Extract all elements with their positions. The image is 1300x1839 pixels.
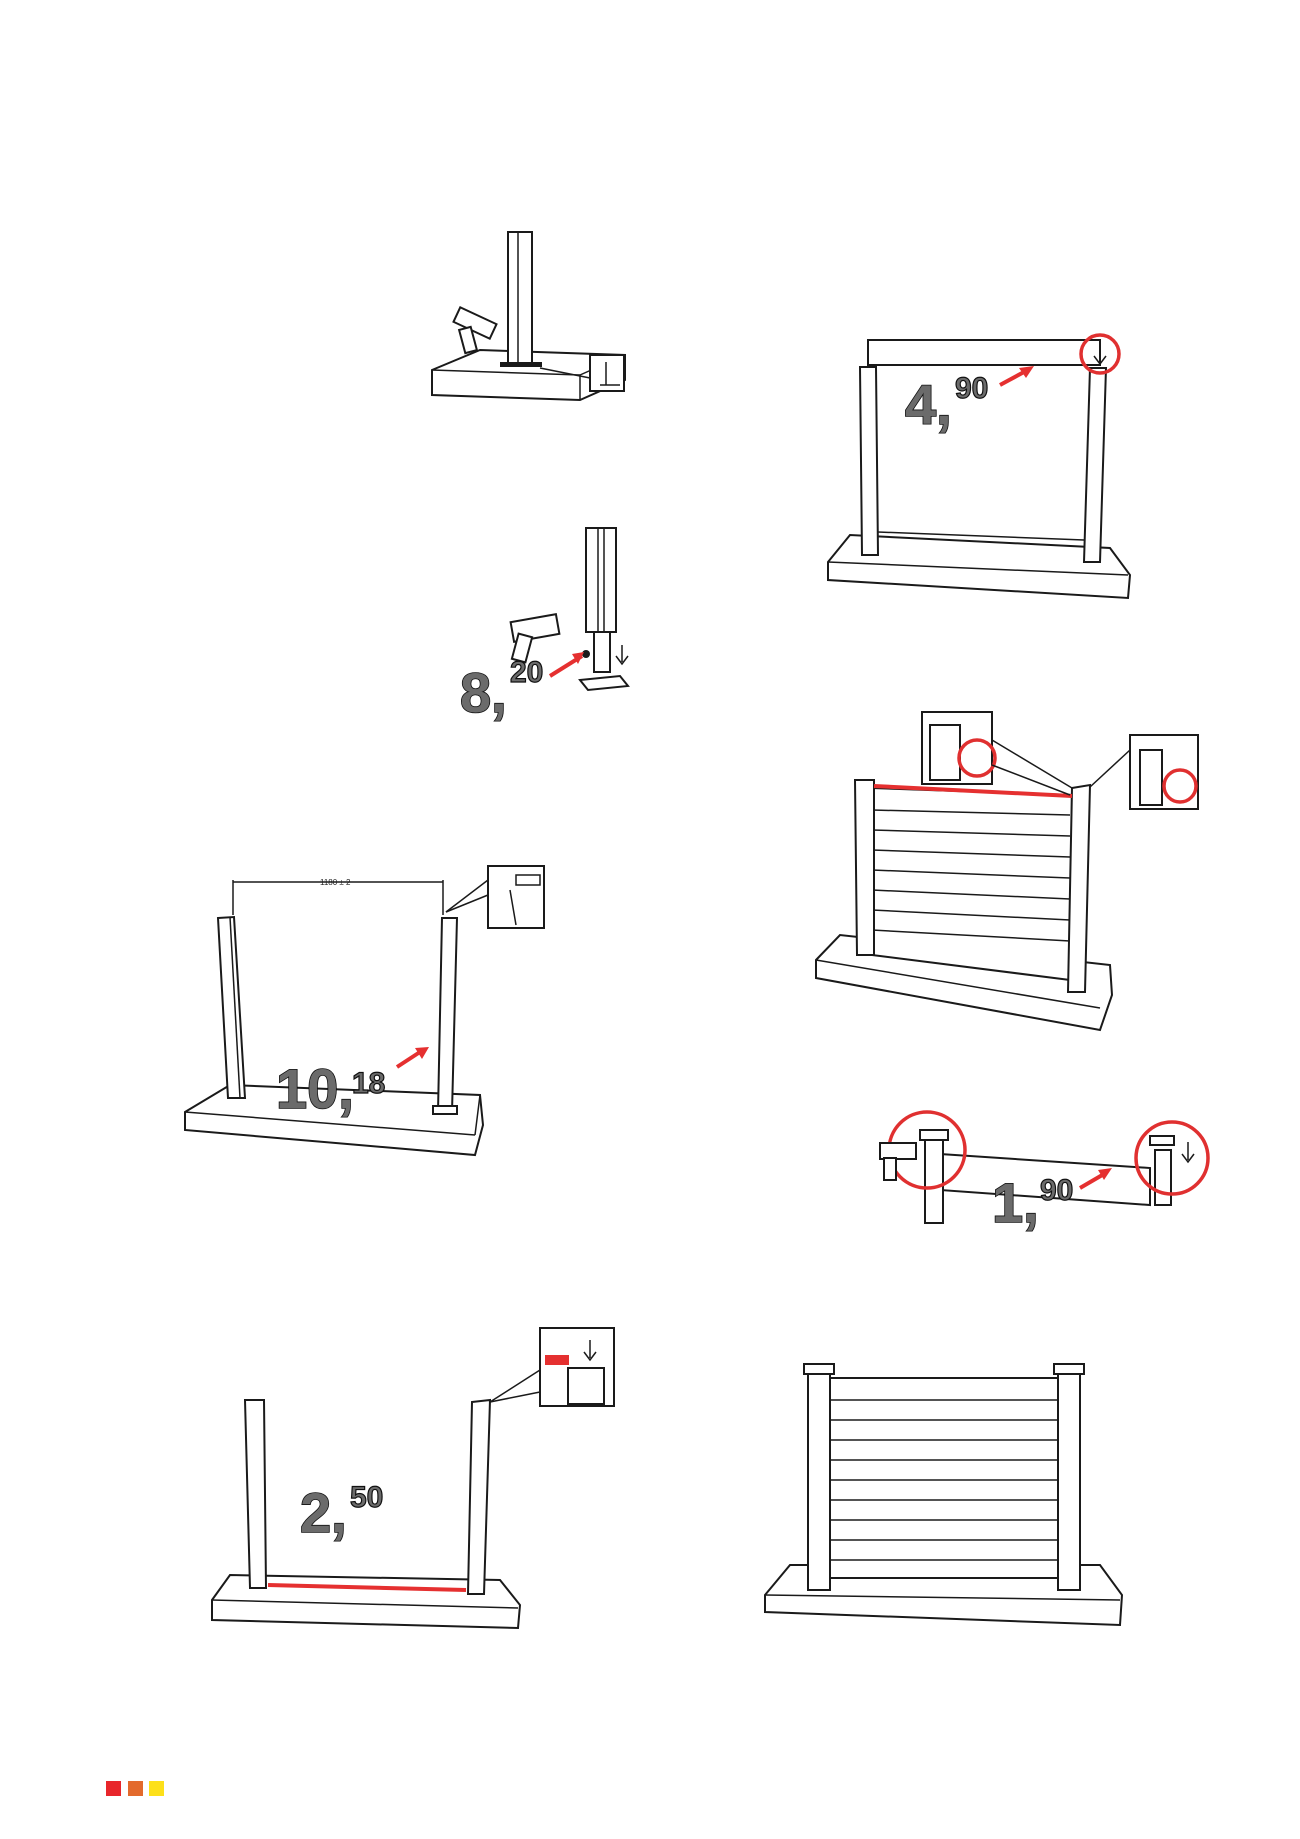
brand-square-red	[106, 1781, 121, 1796]
step-bottom-rail: 2, 50	[211, 1327, 615, 1630]
step-number-sup: 90	[955, 372, 988, 405]
brand-square-orange	[128, 1781, 143, 1796]
step-number-sup: 20	[510, 656, 543, 689]
step-number: 8,	[460, 661, 507, 724]
step-base-screw: 8, 20	[459, 527, 630, 725]
step-number: 10,	[276, 1057, 354, 1120]
drill-icon	[509, 612, 561, 664]
step-top-rail: 4, 90	[827, 333, 1132, 600]
step-post-mount	[431, 231, 626, 402]
dimension-label: 1180 ± 2	[320, 878, 351, 887]
step-number: 2,	[300, 1481, 347, 1544]
slats	[828, 1399, 1060, 1561]
brand-square-yellow	[149, 1781, 164, 1796]
step-cap-fix: 1, 90	[879, 1110, 1210, 1235]
step-number-sup: 90	[1040, 1174, 1073, 1207]
step-finished-fence	[764, 1363, 1124, 1627]
step-number-sup: 18	[352, 1067, 385, 1100]
step-post-spacing: 1180 ± 2 10, 18	[184, 865, 545, 1157]
step-slats-insert	[815, 711, 1199, 1032]
step-number: 4,	[905, 373, 952, 436]
drill-icon	[452, 305, 498, 355]
drill-icon	[879, 1142, 917, 1181]
step-number: 1,	[992, 1171, 1039, 1234]
slats	[871, 809, 1071, 942]
step-number-sup: 50	[350, 1481, 383, 1514]
